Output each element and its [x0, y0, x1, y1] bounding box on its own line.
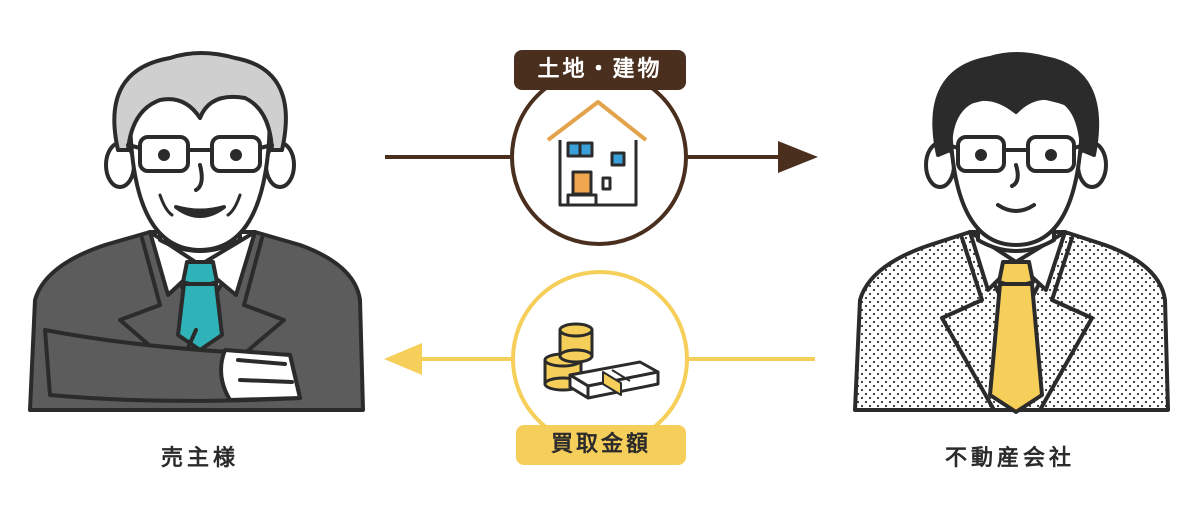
seller-label: 売主様	[160, 446, 239, 471]
purchase-price-label: 買取金額	[516, 425, 686, 465]
house-icon	[546, 100, 648, 207]
buyer-illustration	[853, 52, 1170, 414]
money-circle	[511, 270, 689, 448]
arrow-right-head	[778, 141, 818, 173]
flow-to-buyer	[385, 68, 818, 246]
money-icon	[543, 322, 660, 400]
property-label: 土地・建物	[514, 50, 686, 90]
buyer-label: 不動産会社	[944, 446, 1075, 471]
arrow-left-head	[384, 343, 422, 375]
flow-to-seller	[384, 270, 815, 448]
seller-illustration	[28, 51, 365, 412]
